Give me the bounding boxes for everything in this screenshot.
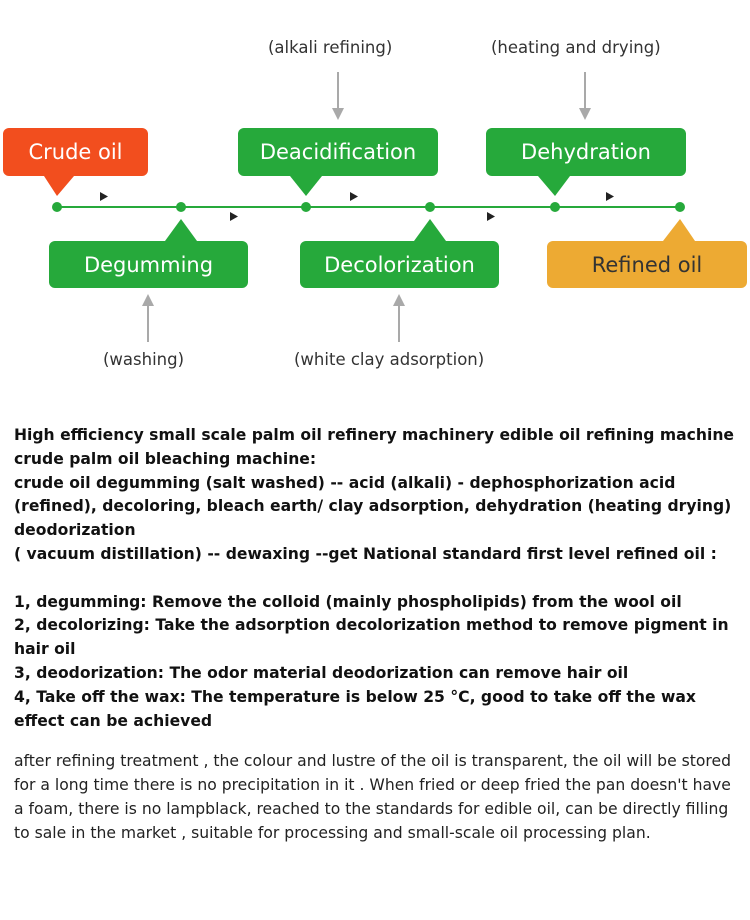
bold-paragraph: crude oil degumming (salt washed) -- aci… xyxy=(14,473,732,540)
step-label: Crude oil xyxy=(28,140,123,164)
direction-marker-icon xyxy=(606,192,614,201)
step-crude-oil: Crude oil xyxy=(3,128,148,176)
note-heating-drying: (heating and drying) xyxy=(491,38,661,57)
note-washing: (washing) xyxy=(103,350,185,369)
timeline-node xyxy=(176,202,186,212)
direction-marker-icon xyxy=(350,192,358,201)
step-degumming: Degumming xyxy=(49,241,248,288)
callout-pointer xyxy=(663,219,695,241)
flow-lines-svg xyxy=(44,72,695,342)
normal-paragraph: after refining treatment , the colour an… xyxy=(14,752,731,843)
step-label: Refined oil xyxy=(591,252,703,277)
timeline-node xyxy=(425,202,435,212)
bold-description: High efficiency small scale palm oil ref… xyxy=(14,424,736,733)
bold-paragraph: 2, decolorizing: Take the adsorption dec… xyxy=(14,616,729,659)
step-label: Degumming xyxy=(83,252,214,277)
timeline-node xyxy=(550,202,560,212)
direction-marker-icon xyxy=(230,212,238,221)
bold-paragraph: 1, degumming: Remove the colloid (mainly… xyxy=(14,592,682,611)
step-refined-oil: Refined oil xyxy=(547,241,747,288)
step-dehydration: Dehydration xyxy=(486,128,686,176)
callout-pointer xyxy=(414,219,446,241)
callout-pointer xyxy=(538,176,570,196)
step-label: Deacidification xyxy=(259,140,417,164)
bold-paragraph: High efficiency small scale palm oil ref… xyxy=(14,426,735,468)
direction-marker-icon xyxy=(100,192,108,201)
note-alkali-refining: (alkali refining) xyxy=(268,38,393,57)
timeline-node xyxy=(52,202,62,212)
step-label: Decolorization xyxy=(324,252,475,277)
step-deacidification: Deacidification xyxy=(238,128,438,176)
paragraph-gap xyxy=(14,567,736,591)
step-decolorization: Decolorization xyxy=(300,241,499,288)
arrow-head-icon xyxy=(393,294,405,306)
arrow-head-icon xyxy=(332,108,344,120)
note-white-clay: (white clay adsorption) xyxy=(294,350,485,369)
bold-paragraph: 4, Take off the wax: The temperature is … xyxy=(14,687,696,730)
description-text: High efficiency small scale palm oil ref… xyxy=(14,424,736,845)
process-flow-diagram: Crude oil Degumming Deacidification Deco… xyxy=(0,0,750,400)
direction-marker-icon xyxy=(487,212,495,221)
arrow-head-icon xyxy=(579,108,591,120)
timeline-node xyxy=(301,202,311,212)
arrow-head-icon xyxy=(142,294,154,306)
step-label: Dehydration xyxy=(521,140,651,164)
callout-pointer xyxy=(44,176,74,196)
callout-pointer xyxy=(290,176,322,196)
callout-pointer xyxy=(165,219,197,241)
bold-paragraph: 3, deodorization: The odor material deod… xyxy=(14,663,629,682)
bold-paragraph: ( vacuum distillation) -- dewaxing --get… xyxy=(14,544,717,563)
timeline-node xyxy=(675,202,685,212)
